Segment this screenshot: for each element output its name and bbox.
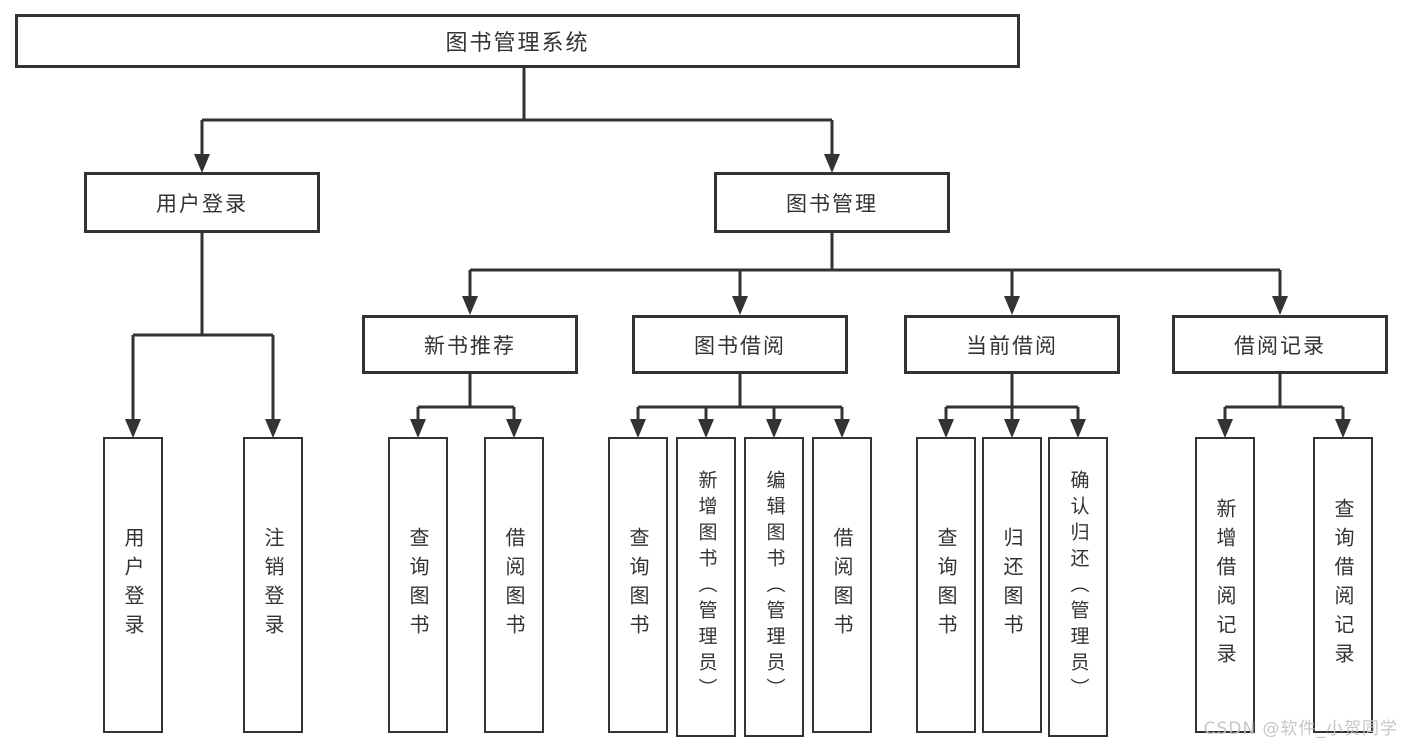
arrowheads (125, 154, 1351, 438)
arrow-icon (766, 419, 782, 438)
arrow-icon (1272, 296, 1288, 315)
leaf-borrow-books: 借阅图书 (812, 437, 872, 733)
leaf-borrow-books-recommend: 借阅图书 (484, 437, 544, 733)
node-new-book-recommend: 新书推荐 (362, 315, 578, 374)
wire-book-management (468, 233, 1282, 298)
leaf-add-book-admin: 新增图书（管理员） (676, 437, 736, 737)
leaf-return-book-label: 归还图书 (1000, 527, 1024, 643)
leaf-confirm-return-admin: 确认归还（管理员） (1048, 437, 1108, 737)
leaf-logout-label: 注销登录 (261, 527, 285, 643)
node-current-borrow: 当前借阅 (904, 315, 1120, 374)
leaf-borrow-books-recommend-label: 借阅图书 (502, 527, 526, 643)
wire-root (200, 68, 834, 156)
leaf-user-login-label: 用户登录 (121, 527, 145, 643)
arrow-icon (410, 419, 426, 438)
node-user-login-label: 用户登录 (156, 191, 248, 216)
arrow-icon (1004, 296, 1020, 315)
arrow-icon (824, 154, 840, 173)
wire-new-book (416, 374, 516, 421)
leaf-query-borrow-record: 查询借阅记录 (1313, 437, 1373, 733)
leaf-query-borrow-record-label: 查询借阅记录 (1331, 498, 1355, 672)
leaf-edit-book-admin-label: 编辑图书（管理员） (763, 470, 786, 704)
arrow-icon (506, 419, 522, 438)
arrow-icon (1004, 419, 1020, 438)
arrow-icon (834, 419, 850, 438)
leaf-query-books-borrow: 查询图书 (608, 437, 668, 733)
arrow-icon (698, 419, 714, 438)
arrow-icon (125, 419, 141, 438)
leaf-query-books-recommend: 查询图书 (388, 437, 448, 733)
leaf-query-books-recommend-label: 查询图书 (406, 527, 430, 643)
leaf-confirm-return-admin-label: 确认归还（管理员） (1067, 470, 1090, 704)
node-book-borrow-label: 图书借阅 (694, 333, 786, 358)
leaf-logout: 注销登录 (243, 437, 303, 733)
leaf-edit-book-admin: 编辑图书（管理员） (744, 437, 804, 737)
arrow-icon (1217, 419, 1233, 438)
leaf-add-borrow-record-label: 新增借阅记录 (1213, 498, 1237, 672)
arrow-icon (462, 296, 478, 315)
leaf-query-books-current: 查询图书 (916, 437, 976, 733)
node-book-management: 图书管理 (714, 172, 950, 233)
node-root-label: 图书管理系统 (445, 31, 590, 56)
leaf-return-book: 归还图书 (982, 437, 1042, 733)
arrow-icon (938, 419, 954, 438)
node-current-borrow-label: 当前借阅 (966, 333, 1058, 358)
node-new-book-recommend-label: 新书推荐 (424, 333, 516, 358)
node-root: 图书管理系统 (15, 14, 1020, 68)
wire-user-login (131, 233, 275, 421)
node-book-borrow: 图书借阅 (632, 315, 848, 374)
node-user-login: 用户登录 (84, 172, 320, 233)
wire-book-borrow (636, 374, 844, 421)
wire-current-borrow (944, 374, 1080, 421)
leaf-add-book-admin-label: 新增图书（管理员） (695, 470, 718, 704)
csdn-watermark: CSDN @软件_小贺同学 (1203, 719, 1398, 739)
arrow-icon (630, 419, 646, 438)
leaf-add-borrow-record: 新增借阅记录 (1195, 437, 1255, 733)
node-book-management-label: 图书管理 (786, 191, 878, 216)
leaf-query-books-borrow-label: 查询图书 (626, 527, 650, 643)
leaf-query-books-current-label: 查询图书 (934, 527, 958, 643)
arrow-icon (1070, 419, 1086, 438)
arrow-icon (265, 419, 281, 438)
leaf-borrow-books-label: 借阅图书 (830, 527, 854, 643)
leaf-user-login: 用户登录 (103, 437, 163, 733)
arrow-icon (194, 154, 210, 173)
node-borrow-records: 借阅记录 (1172, 315, 1388, 374)
node-borrow-records-label: 借阅记录 (1234, 333, 1326, 358)
arrow-icon (1335, 419, 1351, 438)
wire-borrow-records (1223, 374, 1345, 421)
arrow-icon (732, 296, 748, 315)
